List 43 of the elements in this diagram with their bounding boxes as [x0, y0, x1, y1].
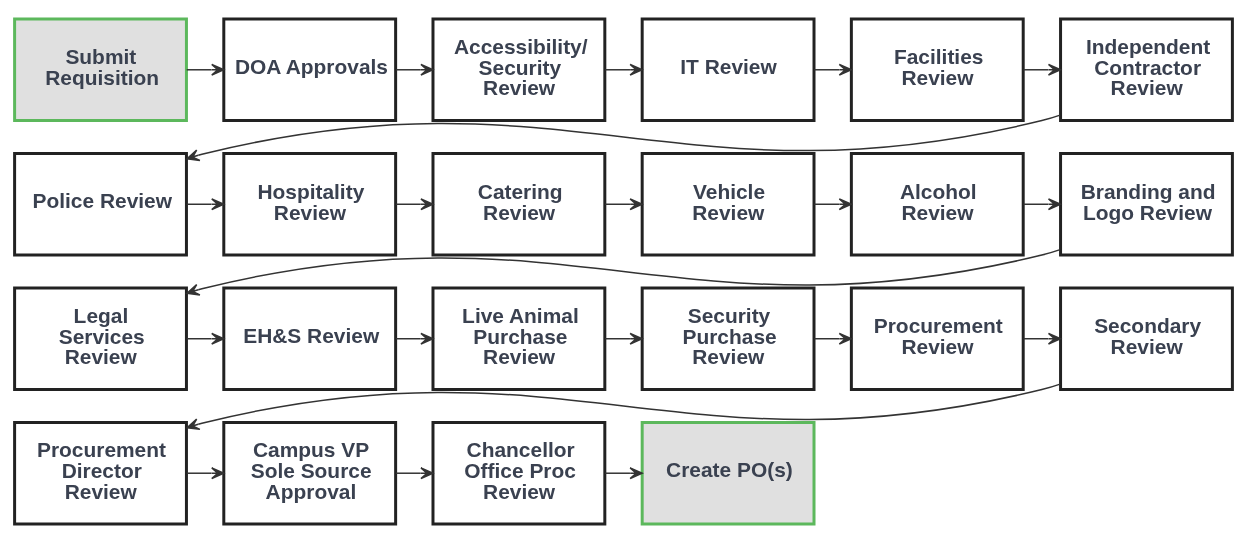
node-box: Catering Review: [431, 151, 607, 257]
arrow: [186, 63, 225, 76]
arrow: [186, 197, 225, 210]
node-box: Submit Requisition: [13, 17, 188, 122]
node-box: DOA Approvals: [222, 17, 398, 122]
arrow: [1022, 332, 1062, 345]
node-box: Hospitality Review: [222, 151, 398, 257]
node-box: Security Purchase Review: [640, 285, 816, 391]
arrow: [186, 113, 1061, 161]
arrow: [186, 382, 1061, 430]
node-box: Live Animal Purchase Review: [431, 285, 607, 391]
node-box: Secondary Review: [1059, 285, 1234, 391]
node-box: Procurement Director Review: [13, 420, 188, 525]
node-box: Alcohol Review: [849, 151, 1025, 257]
arrow: [813, 332, 853, 345]
arrow: [813, 197, 853, 210]
node-box: Independent Contractor Review: [1059, 17, 1234, 122]
node-box: IT Review: [640, 17, 816, 122]
node-box: Procurement Review: [849, 285, 1025, 391]
node-box: Vehicle Review: [640, 151, 816, 257]
arrow: [186, 248, 1061, 296]
arrow: [186, 332, 225, 345]
arrow: [395, 197, 434, 210]
node-box: Police Review: [13, 151, 188, 257]
node-box: Chancellor Office Proc Review: [431, 420, 607, 525]
node-box: Facilities Review: [849, 17, 1025, 122]
arrow: [604, 197, 643, 210]
arrow: [395, 466, 434, 479]
arrow: [395, 63, 434, 76]
node-box: Campus VP Sole Source Approval: [222, 420, 398, 525]
arrow: [1022, 197, 1062, 210]
node-box: Branding and Logo Review: [1059, 151, 1234, 257]
arrow: [604, 332, 643, 345]
arrow: [604, 63, 643, 76]
arrow: [813, 63, 853, 76]
arrow: [604, 466, 643, 479]
node-box: Create PO(s): [640, 420, 816, 525]
node-box: Accessibility/ Security Review: [431, 17, 607, 122]
node-box: Legal Services Review: [13, 285, 188, 391]
arrow: [1022, 63, 1062, 76]
node-box: EH&S Review: [222, 285, 398, 391]
arrow: [186, 466, 225, 479]
arrow: [395, 332, 434, 345]
